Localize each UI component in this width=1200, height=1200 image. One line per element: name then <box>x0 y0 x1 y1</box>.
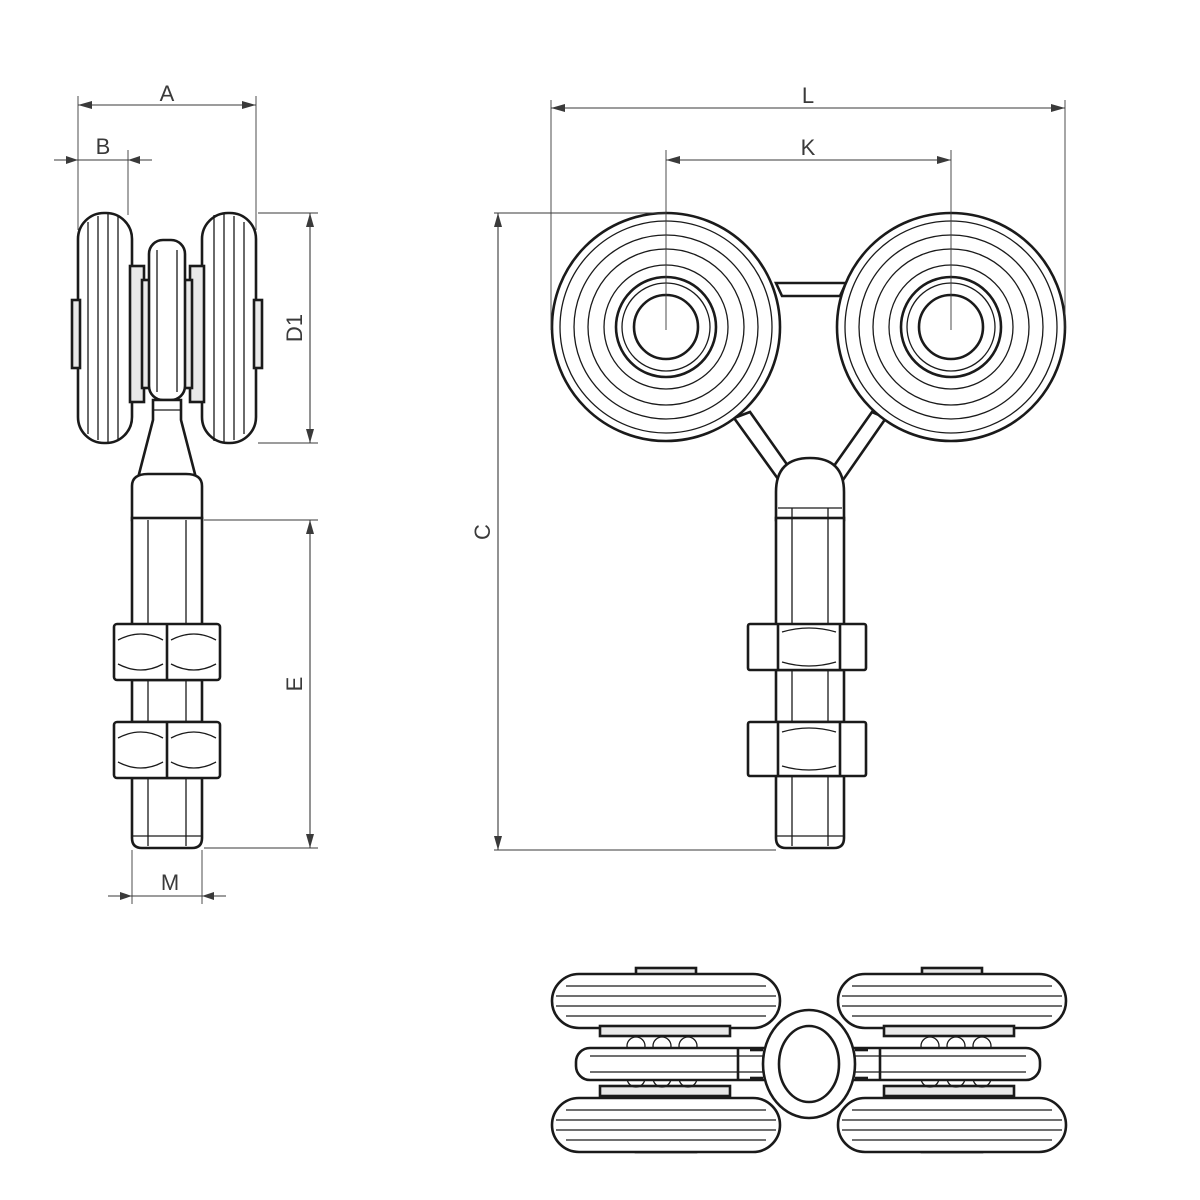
side-view-left-wheel <box>70 211 146 445</box>
front-view <box>550 211 1067 850</box>
top-view-wheel-bottom-right <box>836 1096 1068 1154</box>
top-view-wheel-top-left <box>550 972 782 1030</box>
dim-label-d1: D1 <box>282 314 307 342</box>
top-view <box>550 966 1068 1154</box>
dim-label-c: C <box>470 524 495 540</box>
side-view-right-wheel <box>188 211 264 445</box>
dim-label-a: A <box>160 81 175 106</box>
front-view-dimensions <box>494 100 1066 851</box>
front-view-nut-lower <box>746 720 868 778</box>
side-view-dimensions <box>54 96 318 904</box>
side-view-nut-upper <box>112 622 222 682</box>
top-view-eye <box>750 1008 868 1120</box>
dim-label-k: K <box>801 135 816 160</box>
dim-label-l: L <box>802 83 814 108</box>
top-view-wheel-top-right <box>836 972 1068 1030</box>
top-view-wheel-bottom-left <box>550 1096 782 1154</box>
side-view-bolt-shank <box>130 516 204 850</box>
dim-label-m: M <box>161 870 179 895</box>
side-view <box>70 211 264 850</box>
dim-label-e: E <box>282 677 307 692</box>
side-view-bolt-head <box>130 472 204 522</box>
front-view-nut-upper <box>746 622 868 672</box>
side-view-nut-lower <box>112 720 222 780</box>
dim-label-b: B <box>96 134 111 159</box>
